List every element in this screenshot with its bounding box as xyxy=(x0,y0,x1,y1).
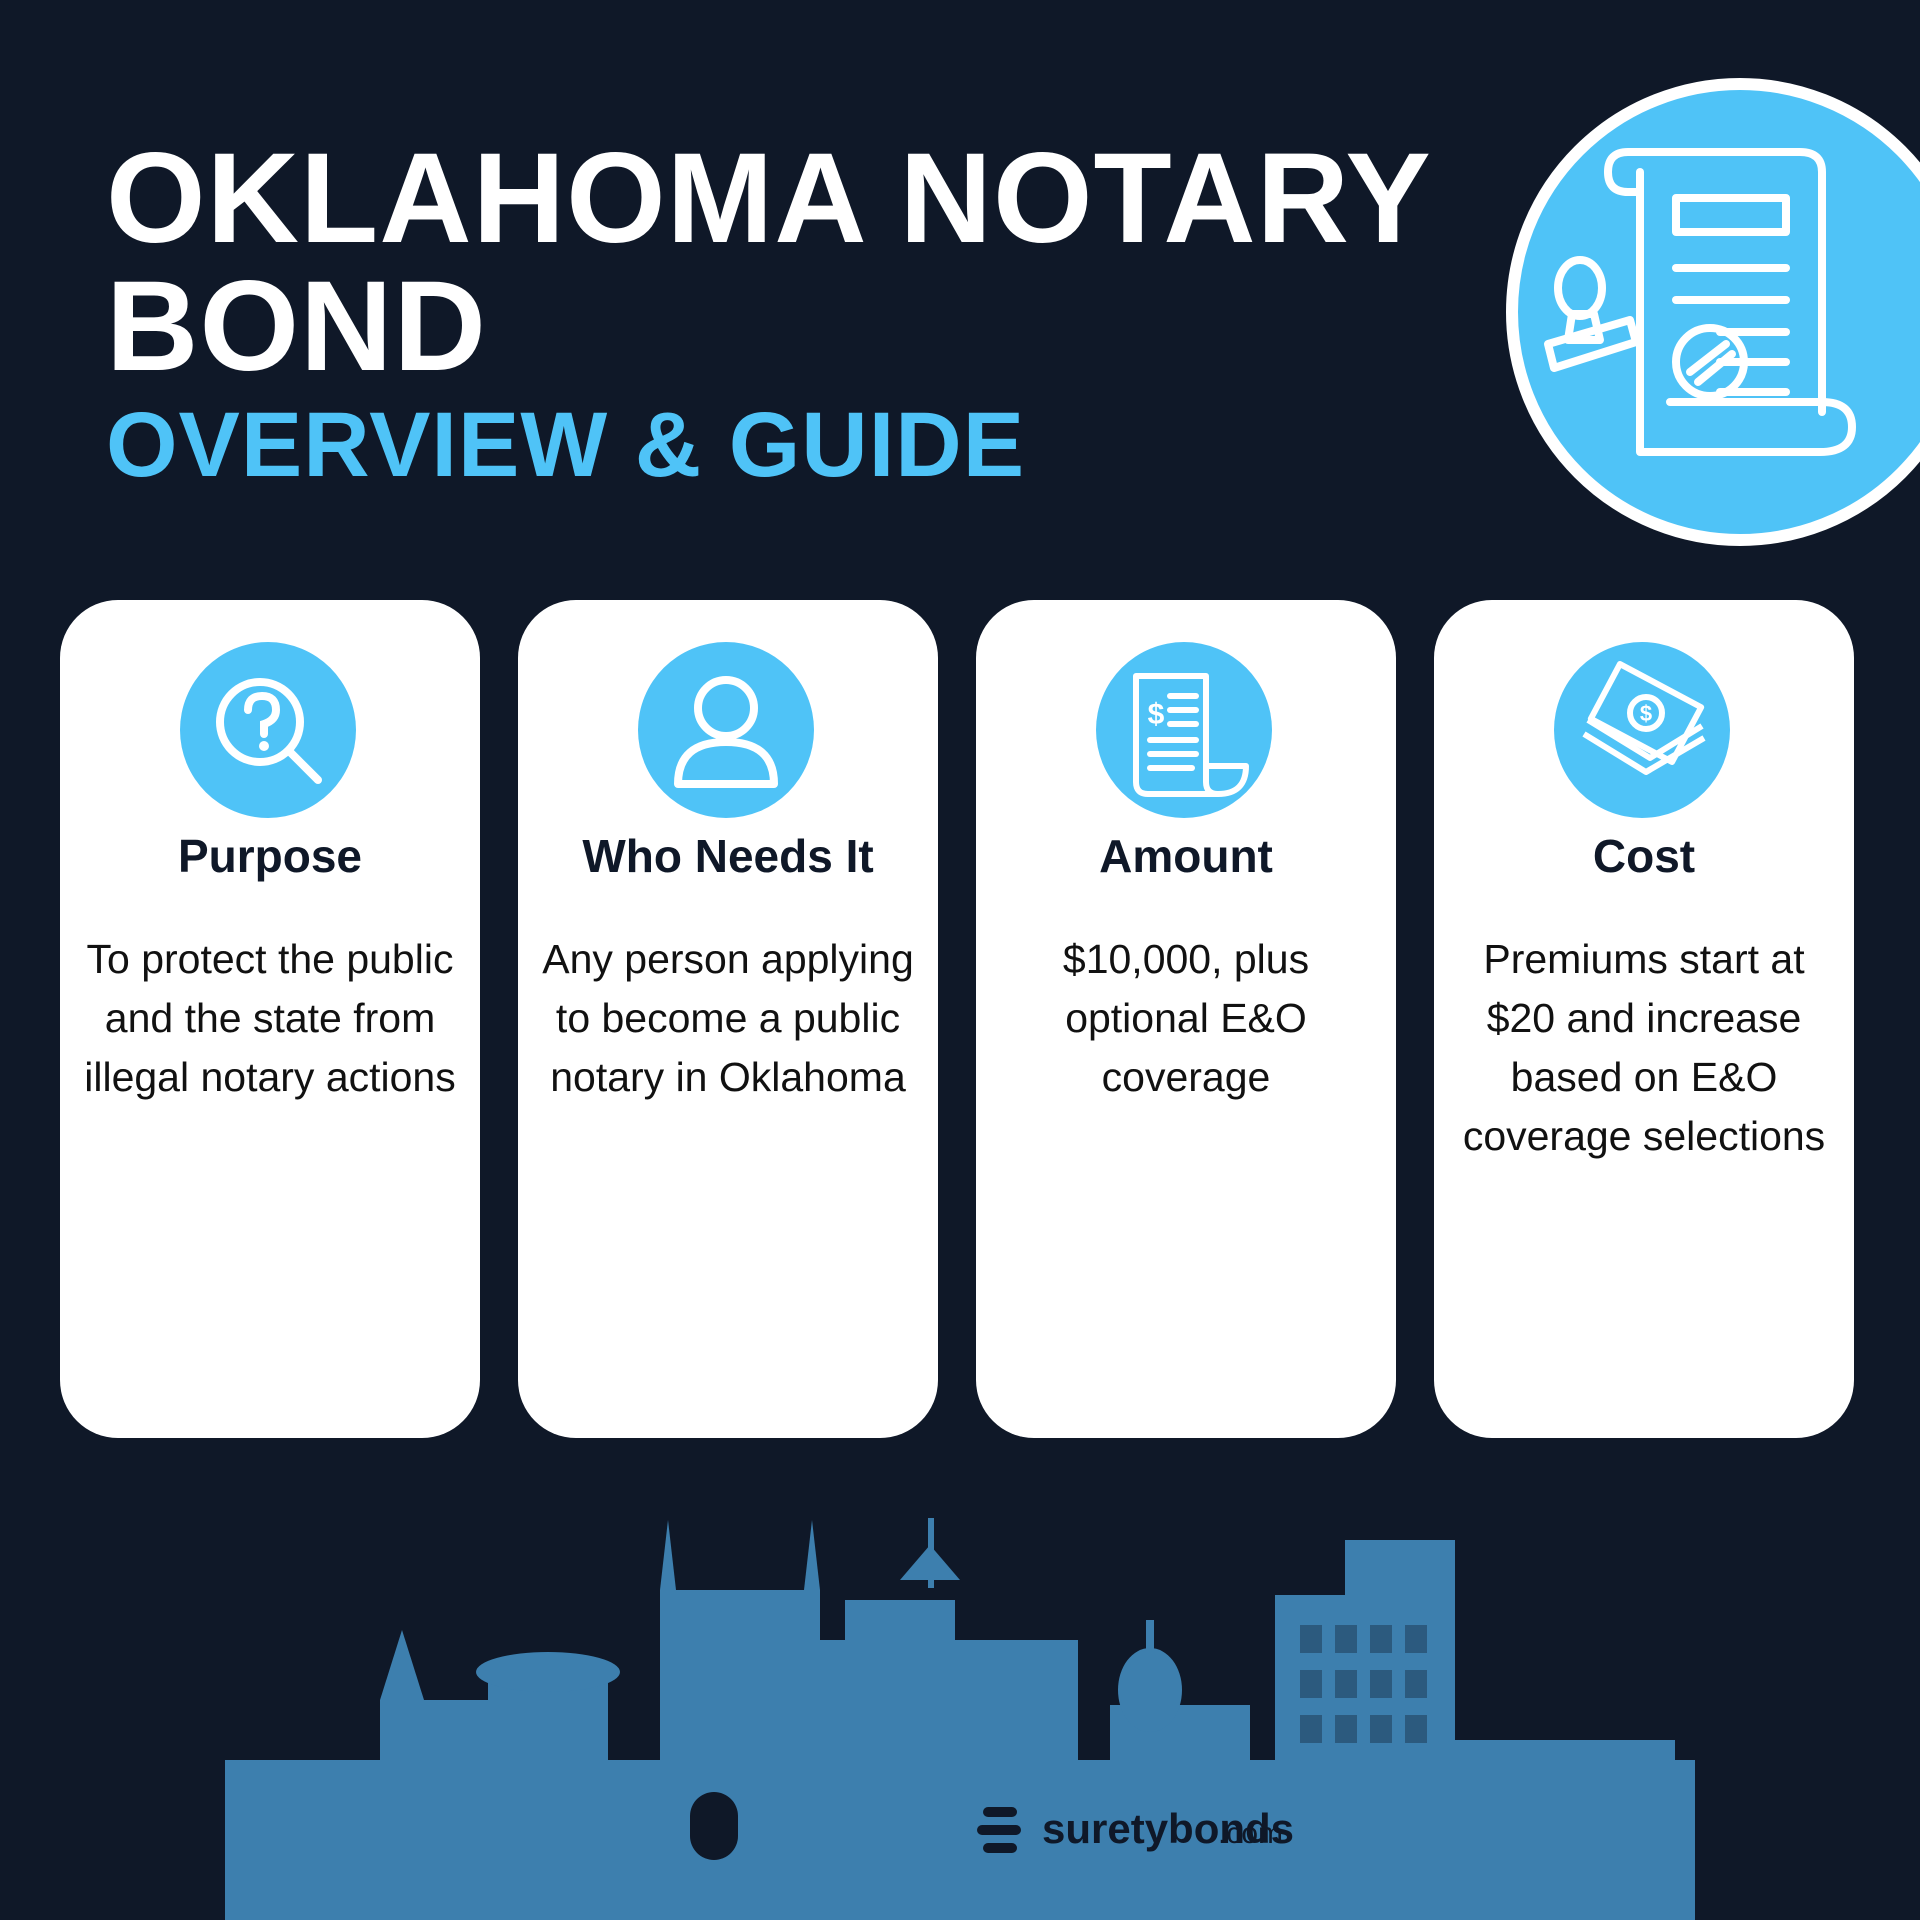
card-amount: $ Amount $10,000, plus optional E&O cove… xyxy=(976,600,1396,1438)
card-body: $10,000, plus optional E&O coverage xyxy=(1062,936,1310,1100)
notary-document-stamp-icon xyxy=(1506,78,1920,546)
card-heading: Cost xyxy=(1592,830,1696,882)
city-skyline-illustration xyxy=(225,1518,1695,1920)
page-title: OKLAHOMA NOTARY BOND xyxy=(106,127,1430,398)
card-heading: Amount xyxy=(1099,830,1273,882)
card-purpose: Purpose To protect the public and the st… xyxy=(60,600,480,1438)
card-body: To protect the public and the state from… xyxy=(84,936,456,1100)
card-heading: Purpose xyxy=(177,830,363,882)
card-body: Any person applying to become a public n… xyxy=(542,936,914,1100)
card-heading: Who Needs It xyxy=(582,830,874,882)
question-magnifier-icon xyxy=(180,642,356,818)
suretybonds-logo-icon xyxy=(977,1807,1021,1853)
invoice-dollar-icon: $ xyxy=(1096,642,1272,818)
person-icon xyxy=(638,642,814,818)
card-cost: $ Cost Premiums start at $20 and increas… xyxy=(1434,600,1854,1438)
money-stack-icon: $ xyxy=(1554,642,1730,818)
svg-text:$: $ xyxy=(1640,701,1652,726)
brand-name: suretybonds xyxy=(1042,1805,1295,1852)
card-who-needs-it: Who Needs It Any person applying to beco… xyxy=(518,600,938,1438)
brand-tld: .com xyxy=(1218,1817,1284,1850)
page-subtitle: OVERVIEW & GUIDE xyxy=(106,394,1026,496)
svg-text:$: $ xyxy=(1148,698,1165,731)
card-body: Premiums start at $20 and increase based… xyxy=(1462,936,1826,1159)
